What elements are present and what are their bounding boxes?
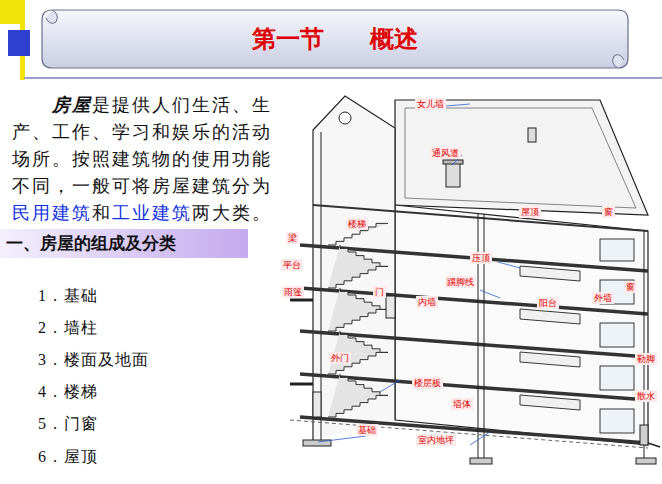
part-label: 雨篷 — [282, 286, 304, 298]
paragraph-text: 和 — [92, 203, 112, 223]
building-section — [290, 96, 660, 464]
part-label: 阳台 — [537, 297, 559, 309]
paragraph-text: 是提供人们生活、生产、工作、学习和娱乐的活动场所。按照建筑物的使用功能不同，一般… — [12, 95, 272, 196]
part-label: 外墙 — [592, 292, 614, 304]
part-label: 压顶 — [470, 252, 492, 264]
list-item: 5．门窗 — [38, 414, 98, 435]
part-label: 内墙 — [416, 296, 438, 308]
title-banner — [42, 10, 628, 68]
part-label: 梁 — [286, 232, 299, 244]
part-label: 女儿墙 — [415, 98, 446, 110]
part-label: 基础 — [356, 424, 378, 436]
part-label: 窗 — [624, 281, 637, 293]
part-label: 通风道 — [430, 147, 461, 159]
part-label: 散水 — [635, 390, 657, 402]
paragraph-text: 民用建筑 — [12, 203, 92, 223]
slide-title: 第一节 概述 — [252, 23, 418, 55]
slide-decoration — [0, 0, 662, 80]
section-heading: 一、房屋的组成及分类 — [0, 229, 182, 258]
part-label: 窗 — [602, 206, 615, 218]
part-label: 门 — [373, 286, 386, 298]
part-label: 勒脚 — [635, 353, 657, 365]
part-label: 外门 — [329, 352, 351, 364]
list-item: 6．屋顶 — [38, 447, 98, 468]
paragraph-text: 两大类。 — [192, 203, 272, 223]
list-item: 1．基础 — [38, 286, 98, 307]
intro-paragraph: 房屋是提供人们生活、生产、工作、学习和娱乐的活动场所。按照建筑物的使用功能不同，… — [12, 92, 274, 227]
list-item: 4．楼梯 — [38, 382, 98, 403]
paragraph-text: 房屋 — [52, 95, 92, 115]
section-heading-band: 一、房屋的组成及分类 — [0, 229, 248, 258]
part-label: 楼梯 — [346, 218, 368, 230]
part-label: 墙体 — [451, 398, 473, 410]
paragraph-text: 工业建筑 — [112, 203, 192, 223]
part-label: 室内地坪 — [416, 434, 456, 446]
part-label: 屋顶 — [519, 206, 541, 218]
part-label: 踢脚线 — [445, 276, 476, 288]
leader-line — [318, 104, 520, 445]
part-label: 平台 — [281, 259, 303, 271]
part-label: 楼层板 — [412, 377, 443, 389]
list-item: 3．楼面及地面 — [38, 350, 149, 371]
list-item: 2．墙柱 — [38, 318, 98, 339]
